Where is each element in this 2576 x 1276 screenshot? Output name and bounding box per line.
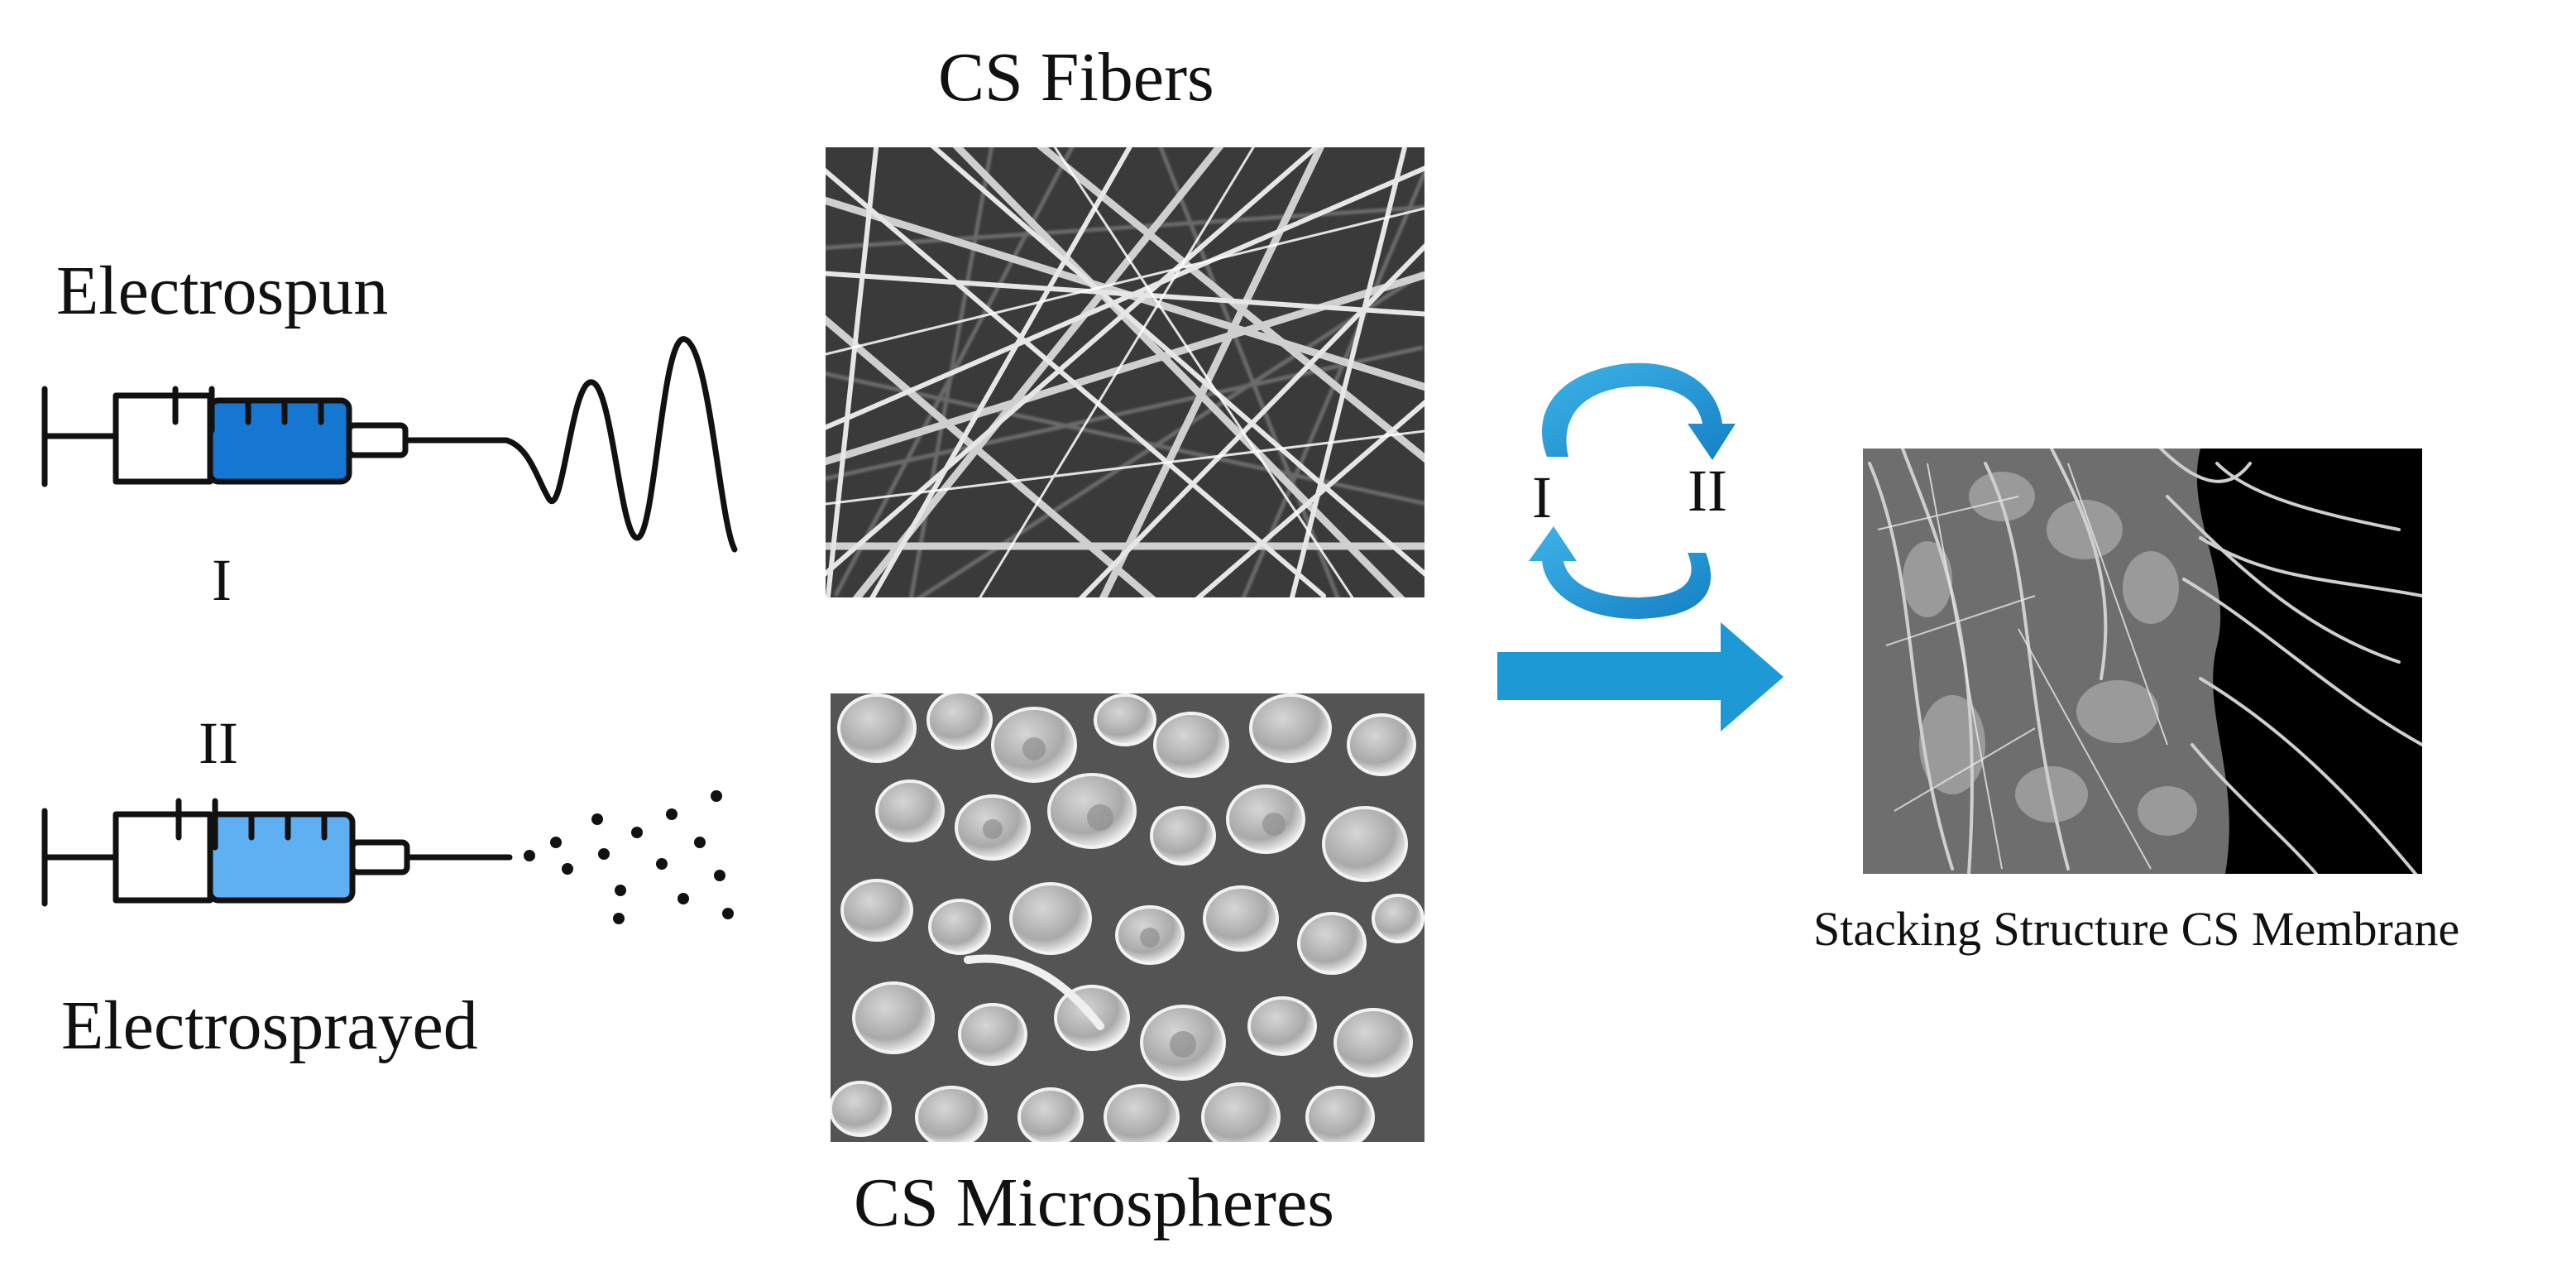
electrosprayed-label: Electrosprayed bbox=[61, 987, 478, 1064]
fibers-sem-image bbox=[826, 147, 1424, 597]
syringe-two-label: II bbox=[199, 710, 238, 776]
spray-droplets bbox=[524, 790, 734, 924]
electrospun-label: Electrospun bbox=[56, 252, 389, 329]
cycle-label-one: I bbox=[1532, 464, 1552, 530]
syringe-one-label: I bbox=[212, 547, 232, 613]
cycle-arrows bbox=[1529, 362, 1736, 619]
membrane-caption: Stacking Structure CS Membrane bbox=[1813, 902, 2460, 956]
membrane-sem-image bbox=[1863, 449, 2422, 874]
syringe-fill-two bbox=[207, 811, 356, 904]
fibers-title: CS Fibers bbox=[938, 39, 1214, 116]
microspheres-title: CS Microspheres bbox=[854, 1164, 1334, 1241]
syringe-electrosprayed bbox=[41, 798, 513, 907]
syringe-fill-one bbox=[207, 397, 352, 485]
cycle-arrow-bottom bbox=[1529, 526, 1712, 619]
microspheres-sem-image bbox=[831, 693, 1424, 1142]
cycle-label-two: II bbox=[1688, 458, 1727, 524]
cycle-arrow-top bbox=[1542, 362, 1736, 460]
process-arrow bbox=[1497, 622, 1784, 732]
syringe-electrospun bbox=[41, 336, 738, 553]
